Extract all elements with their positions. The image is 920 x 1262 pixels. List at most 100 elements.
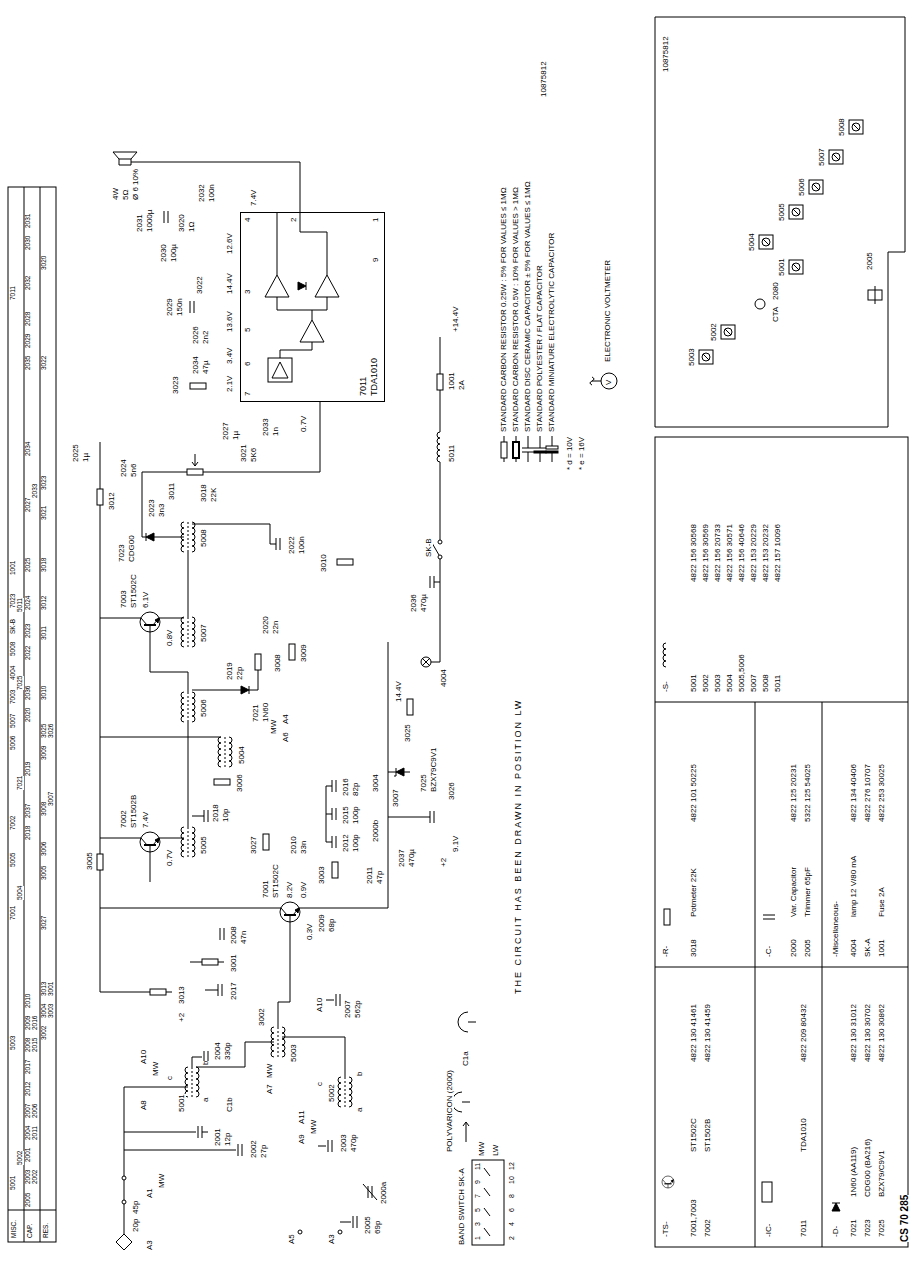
component-symbol bbox=[546, 451, 558, 453]
part-label: 5322 125 54025 bbox=[804, 764, 812, 822]
part-label: 470µ bbox=[420, 594, 428, 612]
part-label: 5011 bbox=[774, 675, 782, 692]
part-label: 3010 bbox=[320, 554, 328, 572]
wire-line bbox=[282, 1037, 345, 1077]
part-label: ST1502C bbox=[130, 574, 138, 608]
component-symbol bbox=[407, 699, 413, 715]
part-label: 4822 157 10096 bbox=[774, 524, 782, 582]
ic-label: 7011 bbox=[358, 218, 368, 396]
part-label: 5005 bbox=[778, 203, 786, 221]
component-symbol bbox=[8, 187, 56, 1242]
wire-line bbox=[299, 642, 388, 908]
part-label: 5001 bbox=[178, 1094, 186, 1112]
part-label: 2004 bbox=[214, 1042, 222, 1060]
part-label: 3n3 bbox=[158, 504, 166, 517]
component-symbol bbox=[332, 862, 338, 878]
part-label: 1N60 (AA119) bbox=[850, 1147, 858, 1197]
part-label: A1 bbox=[146, 1188, 154, 1198]
part-label: 7001 bbox=[262, 880, 270, 898]
component-symbol bbox=[332, 780, 336, 792]
part-label: 4822 153 20229 bbox=[750, 524, 758, 582]
part-label: 5n6 bbox=[130, 464, 138, 477]
part-label: 3.4V bbox=[226, 348, 234, 364]
part-label: 1000µ bbox=[146, 210, 154, 232]
part-label: 3023 bbox=[41, 476, 48, 490]
wire-line bbox=[192, 690, 241, 691]
part-label: 3027 bbox=[41, 916, 48, 930]
part-label: 2003 bbox=[25, 1170, 32, 1184]
part-label: Var. Capacitor bbox=[790, 867, 798, 917]
wire-line bbox=[452, 1092, 470, 1112]
part-label: 4822 101 50225 bbox=[690, 764, 698, 822]
wire-line bbox=[655, 17, 905, 427]
part-label: 68p bbox=[328, 919, 336, 932]
part-label: 1 bbox=[474, 1236, 481, 1240]
wire-line bbox=[100, 838, 141, 839]
component-symbol bbox=[238, 1144, 242, 1156]
part-label: 5K6 bbox=[250, 448, 258, 462]
part-label: 2016 bbox=[32, 1016, 39, 1030]
part-label: 7003 bbox=[120, 590, 128, 608]
part-label: 2 bbox=[508, 1236, 515, 1240]
wire-line bbox=[159, 618, 184, 619]
part-label: 5007 bbox=[10, 714, 17, 728]
component-symbol bbox=[338, 1230, 342, 1234]
part-label: 5011 bbox=[448, 445, 456, 462]
part-label: 2007 bbox=[25, 1104, 32, 1118]
wire-line bbox=[249, 670, 258, 690]
wire-line bbox=[315, 275, 339, 297]
part-label: 5004 bbox=[17, 886, 24, 900]
component-symbol bbox=[298, 1230, 302, 1234]
component-symbol bbox=[513, 442, 519, 458]
part-label: 9.1V bbox=[452, 836, 460, 852]
part-label: a bbox=[202, 1098, 210, 1102]
part-label: 100p bbox=[352, 806, 360, 824]
part-label: 3025 bbox=[41, 724, 48, 738]
wire-line bbox=[340, 1222, 351, 1223]
component-symbol bbox=[97, 489, 103, 505]
part-label: 82p bbox=[352, 783, 360, 796]
part-label: 2018 bbox=[212, 804, 220, 822]
part-label: 7011 bbox=[10, 286, 17, 300]
wire-line bbox=[124, 1087, 188, 1234]
wire-line bbox=[422, 658, 440, 666]
part-label: V bbox=[605, 380, 613, 385]
component-symbol bbox=[336, 994, 340, 1006]
parts-table bbox=[655, 437, 908, 1247]
part-label: 2007 bbox=[344, 1000, 352, 1018]
part-label: 22n bbox=[272, 621, 280, 634]
part-label: 5004 bbox=[726, 674, 734, 692]
component-symbol bbox=[204, 810, 208, 822]
part-label: A10 bbox=[140, 1050, 148, 1064]
component-symbol bbox=[122, 1200, 126, 1204]
component-symbol bbox=[190, 301, 194, 313]
component-symbol bbox=[218, 984, 222, 996]
legend-text: STANDARD MINIATURE ELECTROLYTIC CAPACITO… bbox=[548, 233, 556, 432]
part-label: 6.1V bbox=[142, 592, 150, 608]
component-symbol bbox=[755, 299, 765, 309]
part-label: BZX79/C9V1 bbox=[878, 1150, 886, 1197]
part-label: 4822 253 30025 bbox=[878, 764, 886, 822]
part-label: 12 bbox=[508, 1162, 515, 1170]
part-label: 12p bbox=[224, 1133, 232, 1146]
part-label: 47µ bbox=[202, 360, 210, 374]
wire-line bbox=[113, 152, 137, 165]
part-label: 5002 bbox=[328, 1084, 336, 1102]
part-label: 2033 bbox=[262, 418, 270, 436]
part-label: 3027 bbox=[250, 836, 258, 854]
part-label: 3009 bbox=[300, 644, 308, 662]
part-label: a bbox=[356, 1108, 364, 1112]
component-symbol bbox=[338, 1077, 352, 1107]
part-label: 4822 130 41459 bbox=[704, 1004, 712, 1062]
power-supply bbox=[388, 337, 443, 823]
part-label: 2080 bbox=[772, 282, 780, 300]
part-label: 2025 bbox=[72, 444, 80, 462]
part-label: 2025 bbox=[25, 558, 32, 572]
part-label: 1N60 bbox=[262, 703, 270, 722]
wire-line bbox=[277, 212, 327, 275]
component-symbol bbox=[501, 442, 507, 458]
component-symbol bbox=[181, 827, 195, 857]
wire-line bbox=[663, 643, 666, 667]
component-symbol bbox=[396, 768, 404, 776]
